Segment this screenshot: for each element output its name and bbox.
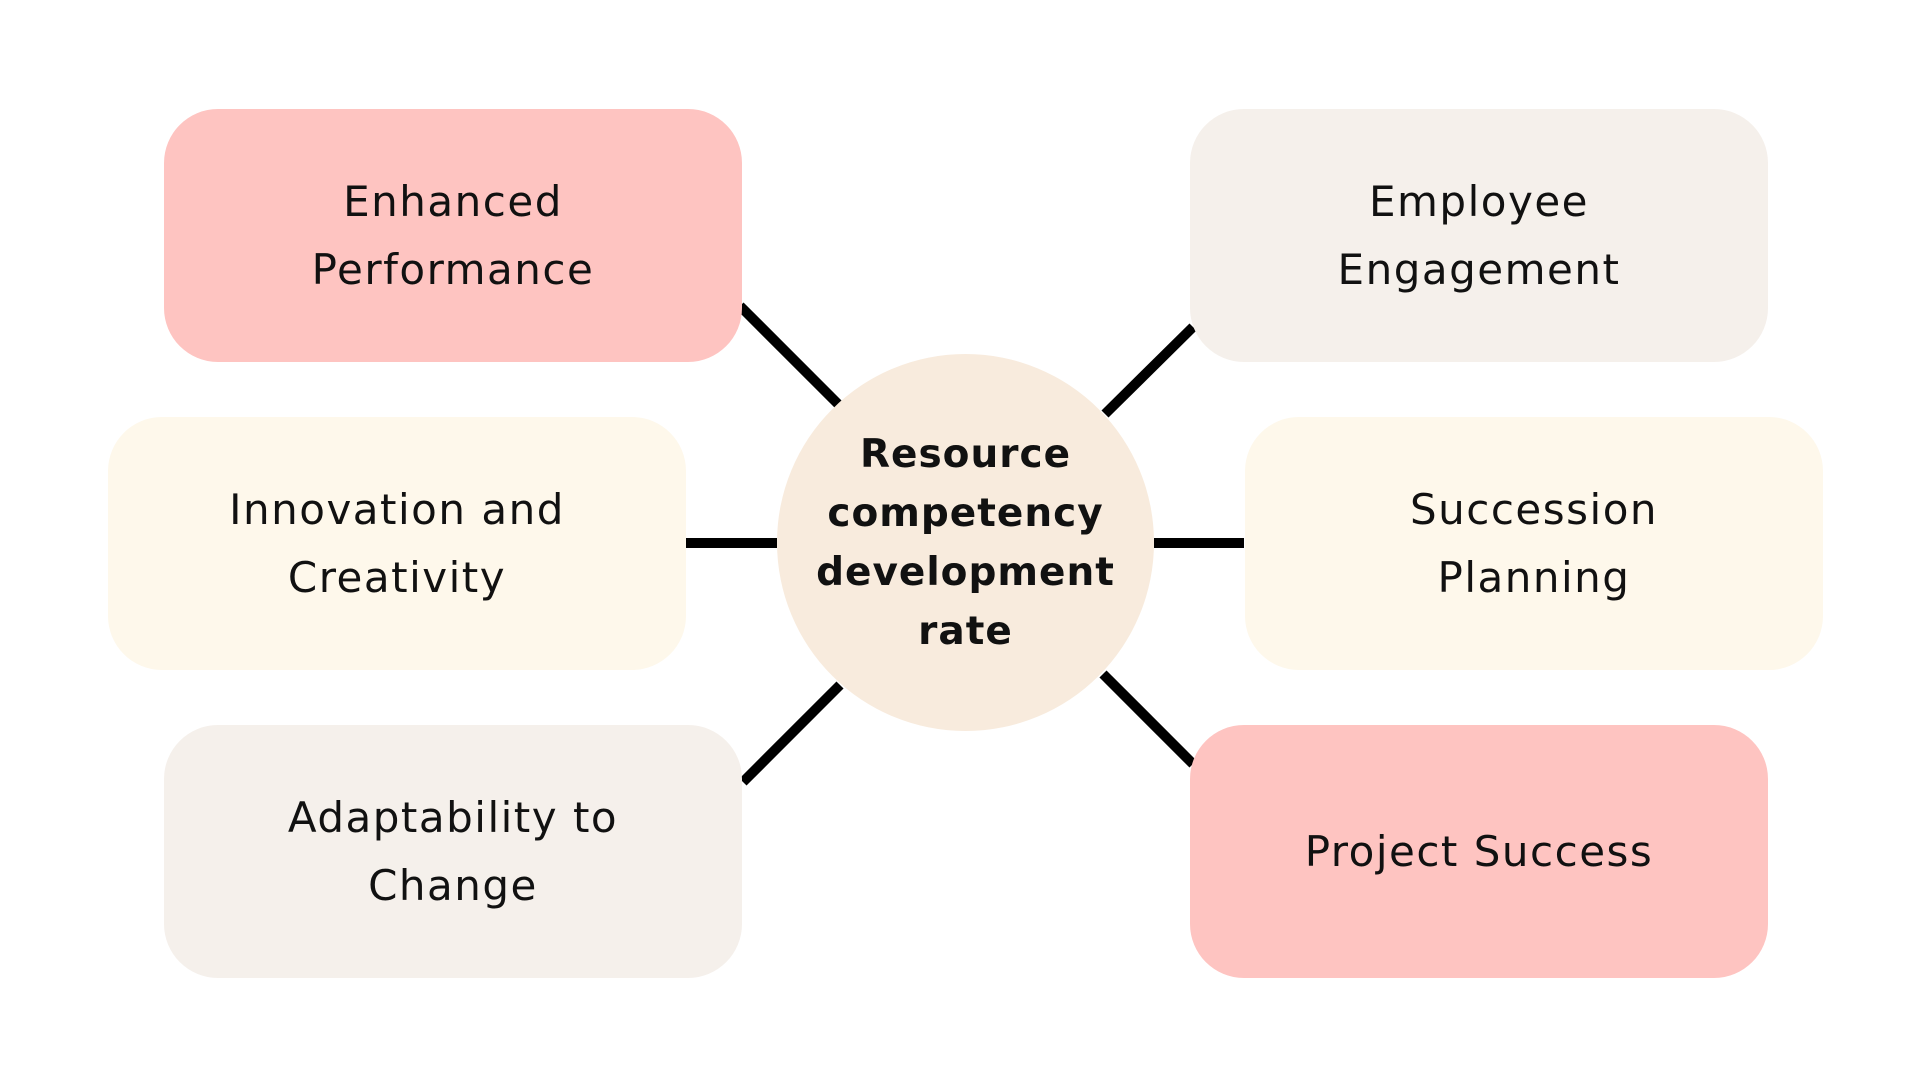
node-label: Innovation and Creativity [229, 484, 565, 602]
node-adaptability-change: Adaptability to Change [164, 725, 742, 978]
node-project-success: Project Success [1190, 725, 1768, 978]
center-hub: Resource competency development rate [777, 354, 1154, 731]
node-succession-planning: Succession Planning [1245, 417, 1823, 670]
node-enhanced-performance: Enhanced Performance [164, 109, 742, 362]
center-label: Resource competency development rate [816, 431, 1115, 654]
connector-employee-engagement [1101, 323, 1197, 418]
node-label: Project Success [1304, 826, 1654, 876]
connector-adaptability-change [739, 681, 844, 786]
node-label: Succession Planning [1409, 484, 1659, 602]
node-label: Enhanced Performance [311, 176, 595, 294]
node-label: Adaptability to Change [287, 792, 619, 910]
connector-enhanced-performance [736, 302, 842, 408]
node-employee-engagement: Employee Engagement [1190, 109, 1768, 362]
node-innovation-creativity: Innovation and Creativity [108, 417, 686, 670]
connector-project-success [1099, 670, 1197, 768]
node-label: Employee Engagement [1337, 176, 1621, 294]
